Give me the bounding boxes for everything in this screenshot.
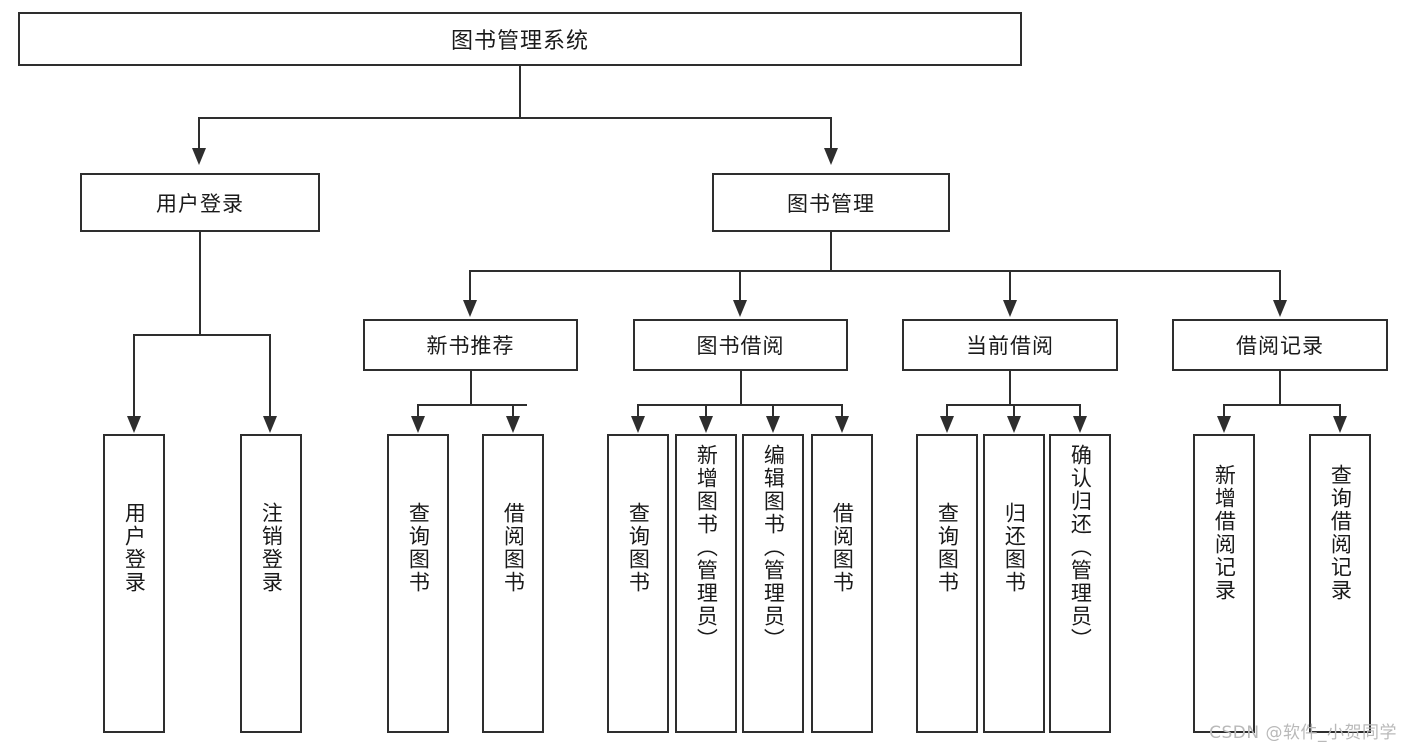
connector-borrow-record-stem — [1279, 371, 1281, 406]
arrowhead-level2-2 — [824, 148, 838, 165]
connector-level2-drop-2 — [830, 117, 832, 150]
connector-level3-drop-2 — [739, 270, 741, 302]
connector-current-borrow-drop-1 — [946, 404, 948, 418]
connector-level3-drop-1 — [469, 270, 471, 302]
node-label: 图书管理 — [787, 191, 875, 216]
leaf-current-borrow-query-book[interactable]: 查询图书 — [916, 434, 978, 733]
leaf-current-borrow-confirm-return[interactable]: 确认归还（管理员） — [1049, 434, 1111, 733]
connector-book-borrow-drop-1 — [637, 404, 639, 418]
arrowhead-current-borrow-1 — [940, 416, 954, 433]
connector-current-borrow-drop-3 — [1079, 404, 1081, 418]
leaf-label: 新增图书（管理员） — [694, 444, 719, 651]
arrowhead-level3-3 — [1003, 300, 1017, 317]
leaf-label: 借阅图书 — [830, 502, 855, 594]
arrowhead-borrow-record-1 — [1217, 416, 1231, 433]
leaf-label: 编辑图书（管理员） — [761, 444, 786, 651]
arrowhead-borrow-record-2 — [1333, 416, 1347, 433]
connector-level3-bus — [469, 270, 1281, 272]
connector-book-management-stem — [830, 232, 832, 272]
connector-borrow-record-drop-2 — [1339, 404, 1341, 418]
arrowhead-book-borrow-3 — [766, 416, 780, 433]
arrowhead-user-login-2 — [263, 416, 277, 433]
leaf-label: 用户登录 — [122, 502, 147, 594]
connector-borrow-record-drop-1 — [1223, 404, 1225, 418]
connector-new-book-drop-2 — [512, 404, 514, 418]
node-label: 新书推荐 — [426, 334, 515, 358]
node-label: 图书管理系统 — [450, 29, 589, 54]
connector-book-borrow-drop-2 — [705, 404, 707, 418]
connector-book-borrow-drop-3 — [772, 404, 774, 418]
connector-level3-drop-4 — [1279, 270, 1281, 302]
connector-book-borrow-stem — [740, 371, 742, 406]
leaf-label: 确认归还（管理员） — [1068, 444, 1093, 651]
leaf-book-borrow-edit-book[interactable]: 编辑图书（管理员） — [742, 434, 804, 733]
connector-new-book-bus — [417, 404, 527, 406]
leaf-label: 查询借阅记录 — [1328, 464, 1353, 602]
node-root-book-management-system[interactable]: 图书管理系统 — [18, 12, 1022, 66]
leaf-label: 借阅图书 — [501, 502, 526, 594]
leaf-label: 查询图书 — [935, 502, 960, 594]
node-label: 借阅记录 — [1236, 334, 1324, 358]
node-label: 图书借阅 — [696, 334, 785, 358]
leaf-new-book-query-book[interactable]: 查询图书 — [387, 434, 449, 733]
connector-root-stem — [519, 66, 521, 118]
arrowhead-book-borrow-1 — [631, 416, 645, 433]
arrowhead-current-borrow-2 — [1007, 416, 1021, 433]
arrowhead-level2-1 — [192, 148, 206, 165]
arrowhead-level3-2 — [733, 300, 747, 317]
leaf-borrow-record-query-record[interactable]: 查询借阅记录 — [1309, 434, 1371, 733]
leaf-borrow-record-add-record[interactable]: 新增借阅记录 — [1193, 434, 1255, 733]
connector-user-login-stem — [199, 232, 201, 335]
node-user-login[interactable]: 用户登录 — [80, 173, 320, 232]
arrowhead-book-borrow-2 — [699, 416, 713, 433]
node-new-book-recommend[interactable]: 新书推荐 — [363, 319, 578, 371]
connector-user-login-bus — [133, 334, 269, 336]
connector-user-login-drop-2 — [269, 334, 271, 418]
node-label: 当前借阅 — [966, 334, 1054, 358]
leaf-book-borrow-query-book[interactable]: 查询图书 — [607, 434, 669, 733]
leaf-user-login-logout[interactable]: 注销登录 — [240, 434, 302, 733]
node-book-borrow[interactable]: 图书借阅 — [633, 319, 848, 371]
arrowhead-level3-1 — [463, 300, 477, 317]
connector-level3-drop-3 — [1009, 270, 1011, 302]
leaf-label: 归还图书 — [1002, 502, 1027, 594]
connector-current-borrow-drop-2 — [1013, 404, 1015, 418]
arrowhead-level3-4 — [1273, 300, 1287, 317]
connector-user-login-drop-1 — [133, 334, 135, 418]
arrowhead-new-book-1 — [411, 416, 425, 433]
leaf-user-login-login[interactable]: 用户登录 — [103, 434, 165, 733]
arrowhead-book-borrow-4 — [835, 416, 849, 433]
leaf-label: 注销登录 — [259, 502, 284, 594]
arrowhead-current-borrow-3 — [1073, 416, 1087, 433]
leaf-current-borrow-return-book[interactable]: 归还图书 — [983, 434, 1045, 733]
leaf-book-borrow-add-book[interactable]: 新增图书（管理员） — [675, 434, 737, 733]
connector-new-book-stem — [470, 371, 472, 406]
leaf-new-book-borrow-book[interactable]: 借阅图书 — [482, 434, 544, 733]
connector-book-borrow-drop-4 — [841, 404, 843, 418]
connector-borrow-record-bus — [1223, 404, 1340, 406]
node-label: 用户登录 — [156, 191, 244, 216]
node-book-management[interactable]: 图书管理 — [712, 173, 950, 232]
arrowhead-new-book-2 — [506, 416, 520, 433]
leaf-label: 查询图书 — [626, 502, 651, 594]
connector-level2-drop-1 — [198, 117, 200, 150]
connector-level2-bus — [198, 117, 832, 119]
connector-book-borrow-bus — [637, 404, 842, 406]
arrowhead-user-login-1 — [127, 416, 141, 433]
connector-current-borrow-stem — [1009, 371, 1011, 406]
leaf-label: 查询图书 — [406, 502, 431, 594]
connector-new-book-drop-1 — [417, 404, 419, 418]
leaf-book-borrow-borrow-book[interactable]: 借阅图书 — [811, 434, 873, 733]
node-current-borrow[interactable]: 当前借阅 — [902, 319, 1118, 371]
node-borrow-record[interactable]: 借阅记录 — [1172, 319, 1388, 371]
leaf-label: 新增借阅记录 — [1212, 464, 1237, 602]
